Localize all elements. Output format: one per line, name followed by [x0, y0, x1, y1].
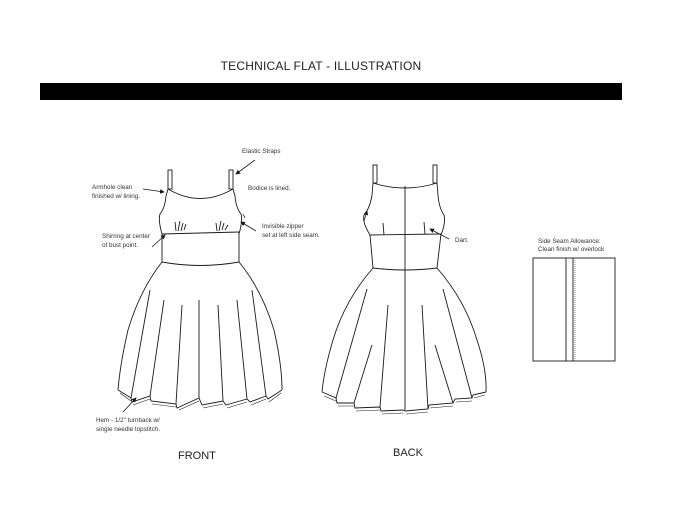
back-view-label: BACK: [393, 447, 423, 459]
side-seam-detail-drawing: [532, 257, 616, 362]
front-view-label: FRONT: [178, 450, 216, 462]
callout-shirring-line1: Shirring at center: [102, 233, 150, 240]
front-dress-drawing: [117, 169, 283, 411]
callout-zipper-line2: set at left side seam.: [262, 232, 320, 239]
callout-hem-line2: single needle topstitch.: [96, 426, 161, 433]
seam-detail-title-line1: Side Seam Allowance:: [538, 238, 601, 245]
callout-hem-line1: Hem - 1/2" turnback w/: [96, 417, 160, 424]
header-divider-bar: [40, 83, 622, 100]
back-dress-drawing: [321, 164, 487, 415]
back-callout-arrows: [363, 210, 450, 240]
callout-bodice-lined: Bodice is lined.: [248, 185, 291, 192]
callout-armhole-line2: finished w/ lining.: [92, 193, 140, 200]
callout-zipper-line1: Invisible zipper: [262, 223, 304, 230]
callout-armhole-line1: Armhole clean: [92, 184, 133, 191]
callout-shirring-line2: of bust point.: [102, 242, 139, 249]
front-callout-arrows: [122, 159, 257, 413]
callout-dart: Dart.: [455, 237, 469, 244]
page-title: TECHNICAL FLAT - ILLUSTRATION: [220, 59, 422, 73]
callout-elastic-straps: Elastic Straps: [242, 148, 281, 155]
seam-detail-title-line2: Clean finish w/ overlock: [538, 246, 605, 253]
